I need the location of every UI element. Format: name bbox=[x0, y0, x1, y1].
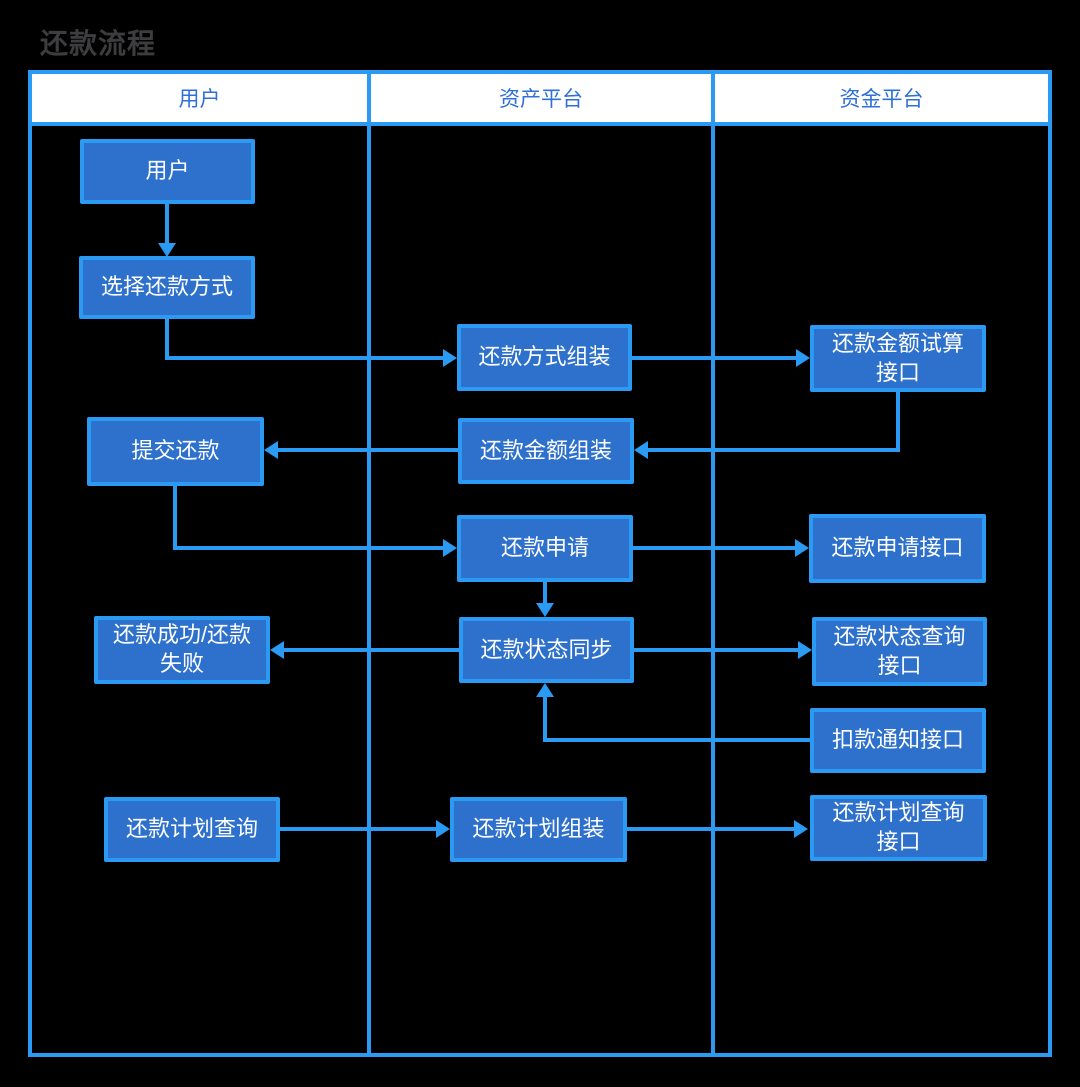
edge-user-choose-line bbox=[165, 204, 169, 243]
edge-status-query-line bbox=[634, 648, 798, 652]
edge-submit-apply-line-h bbox=[173, 546, 443, 550]
edge-debit-status-arrowhead bbox=[536, 683, 554, 697]
lane-header-user: 用户 bbox=[32, 74, 367, 122]
edge-assemble-planapi-arrowhead bbox=[794, 820, 808, 838]
lane-header-fund-platform: 资金平台 bbox=[715, 74, 1048, 122]
edge-assemble-planapi-line bbox=[627, 827, 794, 831]
swimlane-frame bbox=[28, 70, 1052, 1057]
edge-apply-status-line bbox=[543, 582, 547, 603]
edge-apply-api-line bbox=[633, 546, 795, 550]
lane-divider-2 bbox=[711, 74, 715, 1053]
node-plan-query-api: 还款计划查询 接口 bbox=[810, 795, 987, 861]
edge-submit-apply-line-v bbox=[173, 486, 177, 550]
edge-trial-amount-arrowhead bbox=[634, 441, 648, 459]
page-title: 还款流程 bbox=[40, 28, 157, 59]
node-user: 用户 bbox=[80, 139, 255, 204]
edge-amount-submit-arrowhead bbox=[264, 441, 278, 459]
edge-planquery-assemble-arrowhead bbox=[436, 820, 450, 838]
node-status-query-api: 还款状态查询 接口 bbox=[812, 617, 987, 686]
lane-header-asset-platform: 资产平台 bbox=[371, 74, 711, 122]
node-submit-repay: 提交还款 bbox=[87, 417, 264, 486]
header-bottom-rule bbox=[32, 122, 1048, 126]
edge-method-trial-line bbox=[632, 356, 796, 360]
edge-status-query-arrowhead bbox=[798, 641, 812, 659]
node-method-assemble: 还款方式组装 bbox=[457, 324, 632, 391]
edge-submit-apply-arrowhead bbox=[443, 539, 457, 557]
edge-trial-amount-line-v bbox=[896, 392, 900, 452]
edge-apply-api-arrowhead bbox=[795, 539, 809, 557]
edge-amount-submit-line bbox=[278, 448, 458, 452]
edge-apply-status-arrowhead bbox=[536, 603, 554, 617]
node-plan-query: 还款计划查询 bbox=[104, 797, 280, 862]
node-plan-assemble: 还款计划组装 bbox=[450, 797, 627, 862]
edge-user-choose-arrowhead bbox=[158, 243, 176, 257]
edge-trial-amount-line-h bbox=[648, 448, 900, 452]
edge-status-result-line bbox=[284, 648, 459, 652]
node-amount-trial-api: 还款金额试算 接口 bbox=[810, 325, 986, 392]
node-status-sync: 还款状态同步 bbox=[459, 617, 634, 683]
node-debit-notify-api: 扣款通知接口 bbox=[810, 708, 986, 773]
lane-divider-1 bbox=[367, 74, 371, 1053]
edge-method-trial-arrowhead bbox=[796, 349, 810, 367]
node-apply-api: 还款申请接口 bbox=[809, 514, 986, 583]
edge-planquery-assemble-line bbox=[280, 827, 436, 831]
edge-status-result-arrowhead bbox=[270, 641, 284, 659]
node-choose-method: 选择还款方式 bbox=[79, 256, 255, 319]
edge-debit-status-line-h bbox=[545, 738, 810, 742]
edge-choose-method-assemble-line-v bbox=[165, 319, 169, 360]
edge-choose-method-assemble-arrowhead bbox=[443, 349, 457, 367]
edge-debit-status-line-v bbox=[543, 697, 547, 742]
edge-choose-method-assemble-line-h bbox=[165, 356, 443, 360]
node-repay-result: 还款成功/还款 失败 bbox=[94, 616, 270, 684]
node-repay-apply: 还款申请 bbox=[457, 515, 633, 582]
node-amount-assemble: 还款金额组装 bbox=[458, 418, 634, 484]
